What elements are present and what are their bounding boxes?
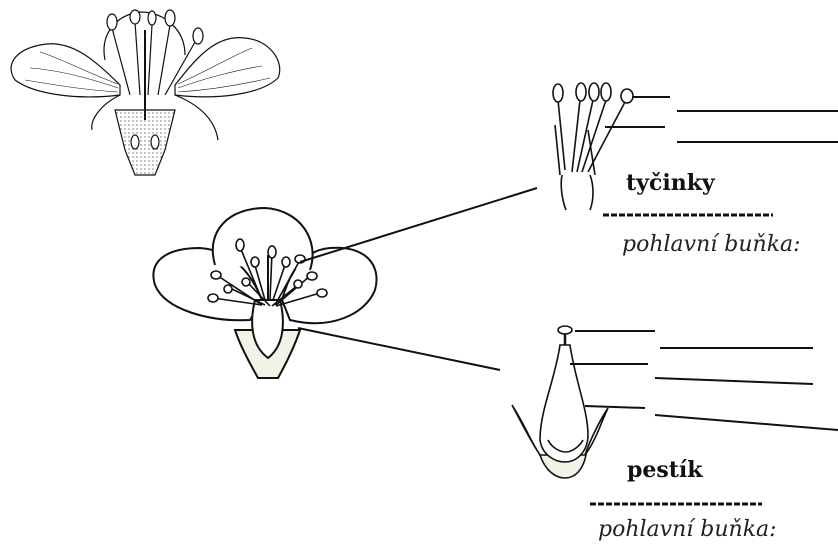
stamens-cell-label: pohlavní buňka: (622, 232, 801, 257)
flower-cross-section-illustration (11, 10, 280, 175)
connector-to-stamens (300, 188, 537, 262)
stamens-label: tyčinky (626, 170, 715, 196)
pistil-label: pestík (627, 457, 703, 483)
pistil-label-lines (570, 331, 838, 430)
pistil-cell-label: pohlavní buňka: (598, 517, 777, 542)
stamens-detail-illustration (553, 83, 633, 210)
stamens-label-lines (605, 97, 838, 142)
central-flower-outline (153, 208, 376, 378)
pistil-detail-illustration (512, 326, 608, 478)
connector-to-pistil (298, 328, 500, 370)
